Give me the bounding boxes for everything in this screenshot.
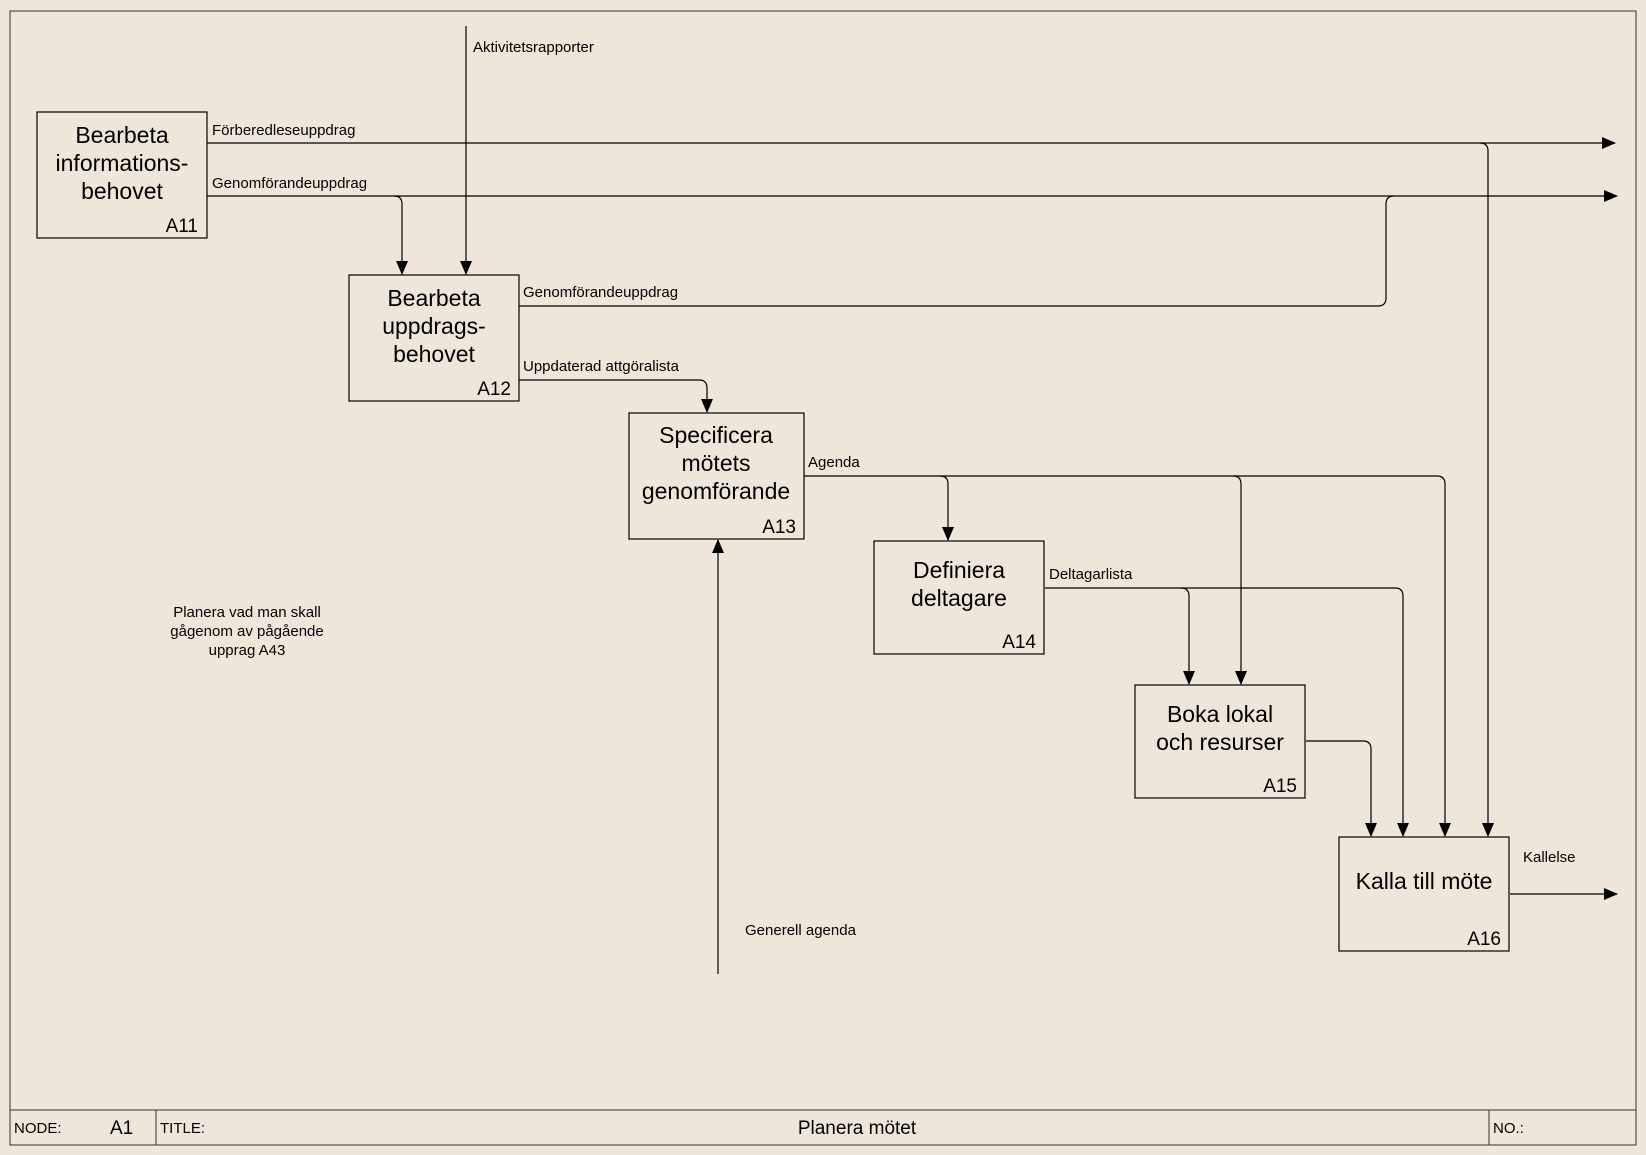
label-genomforandeuppdrag-2: Genomförandeuppdrag [523,284,678,301]
box-id: A12 [477,379,511,400]
note-text: Planera vad man skall gågenom av pågåend… [170,604,323,659]
box-title-line: mötets [681,450,750,476]
box-title-line: genomförande [642,478,790,504]
arrow-forberedleseuppdrag-to-a16 [1479,142,1494,837]
box-title-line: Boka lokal [1167,701,1273,727]
box-title-line: och resurser [1156,729,1284,755]
box-title-line: informations- [56,150,189,176]
note-line: Planera vad man skall [173,604,321,621]
arrow-deltagarlista-to-a15 [1045,587,1195,685]
box-id: A11 [166,216,198,237]
label-forberedleseuppdrag: Förberedleseuppdrag [212,122,355,139]
box-a11[interactable]: Bearbeta informations- behovet A11 [36,111,208,239]
no-label: NO.: [1493,1120,1524,1137]
box-id: A16 [1467,929,1501,950]
box-id: A15 [1263,776,1297,797]
arrows [207,26,1618,974]
box-title-line: uppdrags- [382,313,486,339]
title-value: Planera mötet [798,1118,917,1139]
box-a14[interactable]: Definiera deltagare A14 [873,540,1045,655]
label-kallelse: Kallelse [1523,849,1576,866]
note-line: gågenom av pågående [170,623,323,640]
arrow-uppdaterad-attgoralista [519,379,713,413]
note-line: upprag A43 [209,642,286,659]
box-title-line: Specificera [659,422,773,448]
box-title-line: deltagare [911,585,1007,611]
label-agenda: Agenda [808,454,860,471]
box-a13[interactable]: Specificera mötets genomförande A13 [628,412,805,540]
node-value: A1 [110,1118,133,1139]
label-genomforandeuppdrag-1: Genomförandeuppdrag [212,175,367,192]
box-a12[interactable]: Bearbeta uppdrags- behovet A12 [348,274,520,402]
arrow-deltagarlista-to-a16 [1181,587,1409,837]
box-title-line: Kalla till möte [1356,868,1493,894]
box-a16[interactable]: Kalla till möte A16 [1338,836,1510,952]
box-title-line: behovet [393,341,475,367]
box-id: A13 [762,517,796,538]
node-label: NODE: [14,1120,62,1137]
arrow-genomforandeuppdrag-to-a12 [393,195,408,275]
box-title-line: Bearbeta [387,285,481,311]
arrow-genomforandeuppdrag-2 [519,195,1395,307]
arrow-agenda-to-a16 [1233,475,1451,837]
label-uppdaterad-attgoralista: Uppdaterad attgöralista [523,358,680,375]
box-a15[interactable]: Boka lokal och resurser A15 [1134,684,1306,799]
title-label: TITLE: [160,1120,205,1137]
footer-bar: NODE: A1 TITLE: Planera mötet NO.: [9,1109,1637,1146]
box-title-line: behovet [81,178,163,204]
label-generell-agenda: Generell agenda [745,922,857,939]
label-deltagarlista: Deltagarlista [1049,566,1133,583]
arrow-agenda-to-a14 [804,475,954,541]
label-aktivitetsrapporter: Aktivitetsrapporter [473,39,594,56]
box-title-line: Definiera [913,557,1005,583]
box-id: A14 [1002,632,1036,653]
box-title-line: Bearbeta [75,122,169,148]
arrow-a15-to-a16 [1306,740,1377,837]
